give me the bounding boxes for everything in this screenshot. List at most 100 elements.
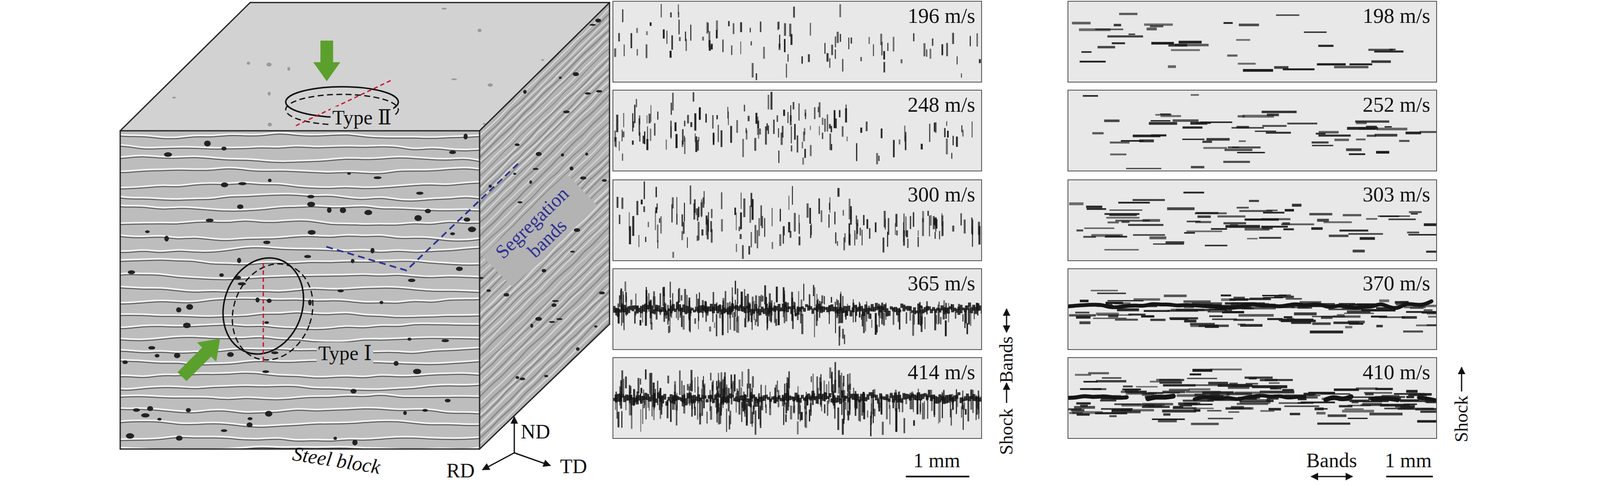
crack-mark (708, 326, 712, 332)
crack-mark (721, 312, 724, 336)
crack-mark (962, 314, 964, 322)
crack-mark (869, 313, 872, 320)
crack-mark (750, 41, 752, 46)
crack-mark (894, 223, 896, 235)
crack-mark (861, 229, 863, 246)
crack-mark (962, 129, 964, 137)
inclusion-dot (595, 18, 602, 23)
side-streak (479, 349, 610, 480)
crack-mark (1109, 213, 1137, 216)
crack-mark (1204, 244, 1228, 246)
inclusion-dot (589, 23, 596, 26)
side-streak (479, 286, 610, 416)
inclusion-dot (514, 143, 520, 147)
surface-mark (267, 91, 271, 96)
crack-mark (881, 421, 884, 435)
side-streak (479, 413, 610, 485)
inclusion-dot (176, 307, 182, 313)
band-highlight (110, 336, 483, 342)
crack-mark (1428, 315, 1438, 318)
crack-mark (735, 392, 737, 413)
crack-mark (640, 409, 642, 432)
crack-mark (758, 120, 760, 139)
crack-mark (746, 383, 749, 398)
inclusion-dot (515, 376, 519, 380)
crack-mark (1104, 119, 1120, 122)
crack-mark (1426, 250, 1438, 253)
crack-mark (696, 235, 699, 241)
crack-mark (1150, 120, 1171, 122)
crack-mark (1398, 140, 1410, 143)
crack-mark (829, 133, 832, 150)
inclusion-dot (264, 321, 269, 324)
inclusion-dot (122, 360, 128, 365)
crack-mark (770, 91, 773, 110)
crack-mark (694, 133, 696, 142)
crack-mark (1203, 146, 1228, 149)
crack-mark (751, 198, 754, 220)
crack-mark (787, 377, 789, 387)
side-streak (479, 42, 610, 172)
side-streak (479, 344, 610, 473)
crack-mark (697, 298, 700, 308)
side-streak (479, 355, 610, 483)
crack-mark (755, 73, 757, 80)
crack-mark (1223, 160, 1250, 163)
inclusion-dot (141, 413, 150, 418)
crack-mark (697, 206, 700, 218)
crack-mark (841, 126, 844, 137)
inclusion-dot (519, 377, 526, 381)
crack-mark (853, 387, 855, 395)
crack-mark (736, 243, 738, 252)
side-streak (479, 295, 610, 424)
crack-mark (1348, 233, 1384, 235)
crack-mark (659, 218, 661, 224)
crack-mark (830, 297, 833, 303)
crack-mark (733, 374, 736, 392)
crack-mark (1283, 316, 1293, 319)
inclusion-dot (125, 433, 134, 439)
crack-mark (1423, 309, 1433, 312)
inclusion-dot (572, 71, 580, 76)
crack-mark (1121, 220, 1130, 224)
crack-mark (836, 241, 838, 246)
crack-mark (670, 126, 672, 139)
crack-mark (842, 209, 845, 216)
side-streak (479, 54, 610, 183)
inclusion-dot (185, 408, 191, 413)
inclusion-dot (227, 352, 235, 357)
crack-mark (913, 212, 915, 227)
inclusion-dot (585, 152, 589, 156)
crack-mark (834, 362, 836, 382)
crack-mark (878, 402, 880, 412)
block-edge (609, 2, 611, 325)
crack-mark (798, 236, 801, 246)
crack-mark (892, 36, 895, 52)
side-streak (479, 303, 610, 431)
crack-mark (1348, 153, 1366, 155)
crack-mark (686, 295, 688, 308)
crack-mark (1217, 215, 1246, 218)
crack-mark (932, 38, 934, 46)
crack-mark (1266, 131, 1292, 134)
crack-mark (698, 107, 701, 120)
band-highlight (110, 193, 483, 200)
side-streak (479, 33, 610, 162)
inclusion-dot (594, 325, 598, 328)
crack-mark (1128, 33, 1136, 35)
crack-mark (828, 202, 830, 210)
crack-mark (660, 403, 663, 415)
crack-mark (1352, 249, 1366, 253)
crack-mark (657, 240, 659, 249)
crack-mark (782, 226, 784, 244)
crack-mark (1263, 297, 1283, 299)
crack-mark (681, 140, 684, 147)
crack-mark (885, 397, 888, 420)
inclusion-dot (503, 292, 510, 297)
crack-mark (690, 122, 693, 128)
crack-mark (628, 226, 632, 245)
inclusion-dot (163, 152, 172, 158)
crack-mark (640, 199, 643, 205)
crack-mark (1166, 207, 1195, 211)
crack-mark (1197, 215, 1211, 218)
